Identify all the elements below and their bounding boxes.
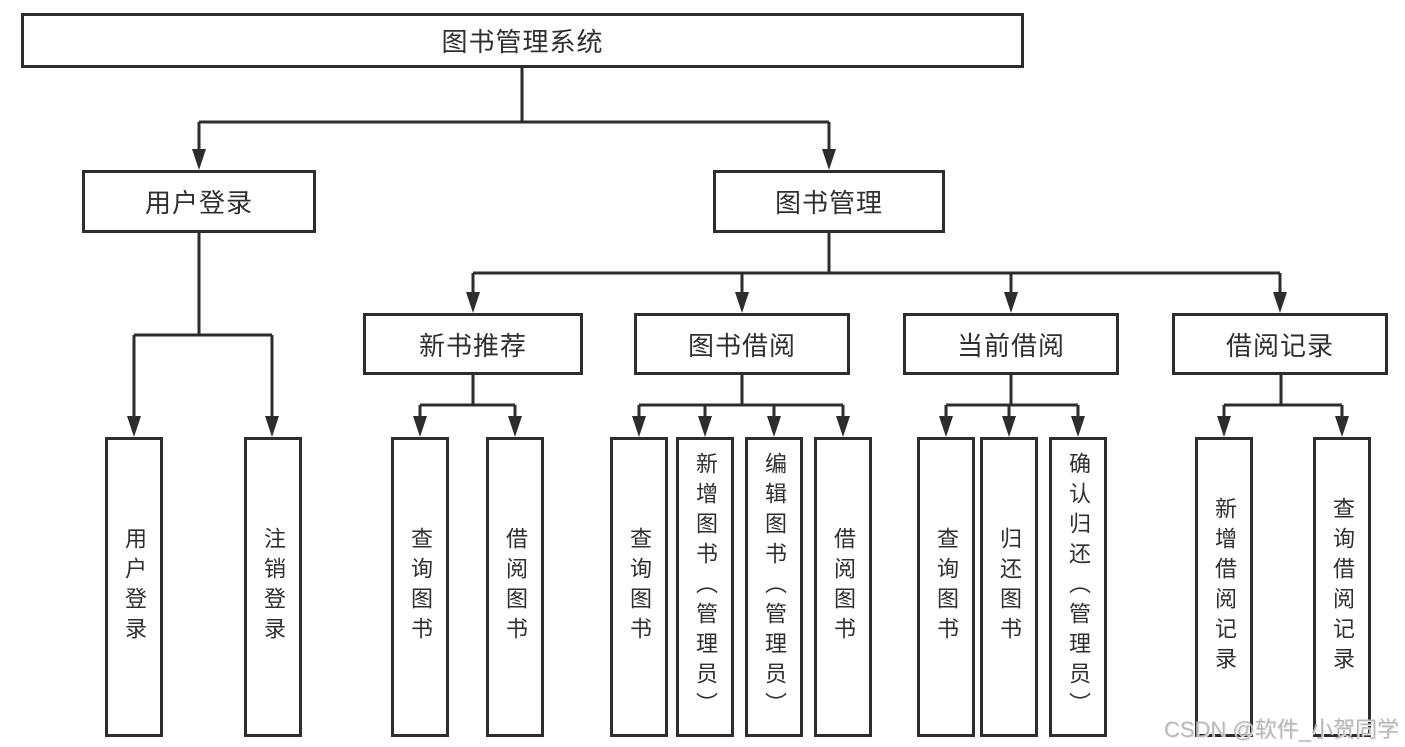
- node-label: 归还图书: [997, 527, 1022, 647]
- node-leaf-logout: 注销登录: [244, 437, 302, 737]
- node-leaf-query-books-3: 查询图书: [917, 437, 975, 737]
- node-label: 查询图书: [934, 527, 959, 647]
- node-user-login: 用户登录: [82, 170, 316, 233]
- node-label: 借阅图书: [503, 527, 528, 647]
- node-new-book-recommend: 新书推荐: [363, 313, 583, 375]
- node-label: 新增图书（管理员）: [693, 452, 718, 722]
- node-label: 查询图书: [408, 527, 433, 647]
- node-leaf-add-borrow-record: 新增借阅记录: [1195, 437, 1253, 737]
- node-leaf-query-books-2: 查询图书: [610, 437, 668, 737]
- connector-lines: [132, 67, 1344, 420]
- node-label: 确认归还（管理员）: [1066, 452, 1091, 722]
- node-leaf-borrow-books-1: 借阅图书: [486, 437, 544, 737]
- node-leaf-return-books: 归还图书: [980, 437, 1038, 737]
- node-label: 查询借阅记录: [1330, 497, 1355, 677]
- node-label: 新增借阅记录: [1212, 497, 1237, 677]
- node-label: 用户登录: [122, 527, 147, 647]
- node-book-management: 图书管理: [713, 170, 945, 233]
- node-label: 注销登录: [261, 527, 286, 647]
- node-label: 借阅图书: [831, 527, 856, 647]
- node-leaf-query-borrow-record: 查询借阅记录: [1313, 437, 1371, 737]
- connector-arrowheads: [127, 149, 1349, 437]
- node-leaf-add-books-admin: 新增图书（管理员）: [676, 437, 734, 737]
- node-book-borrow: 图书借阅: [634, 313, 850, 375]
- node-leaf-borrow-books-2: 借阅图书: [814, 437, 872, 737]
- node-leaf-edit-books-admin: 编辑图书（管理员）: [745, 437, 803, 737]
- node-leaf-confirm-return-admin: 确认归还（管理员）: [1049, 437, 1107, 737]
- node-leaf-user-login: 用户登录: [105, 437, 163, 737]
- node-label: 查询图书: [627, 527, 652, 647]
- watermark: CSDN @软件_小贺同学: [1163, 717, 1399, 742]
- node-label: 编辑图书（管理员）: [762, 452, 787, 722]
- node-current-borrow: 当前借阅: [903, 313, 1119, 375]
- node-library-management-system: 图书管理系统: [21, 13, 1024, 68]
- node-borrow-records: 借阅记录: [1172, 313, 1388, 375]
- node-leaf-query-books-1: 查询图书: [391, 437, 449, 737]
